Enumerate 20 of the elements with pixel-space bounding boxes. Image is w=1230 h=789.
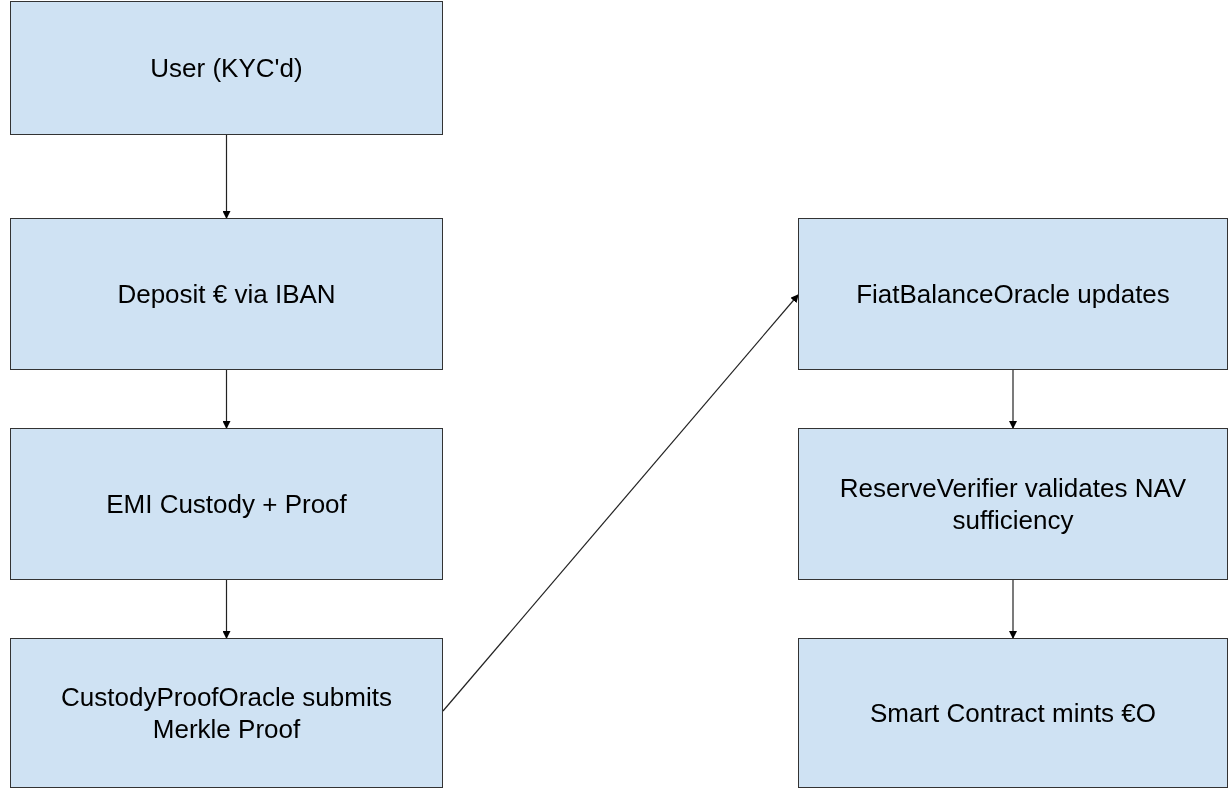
process-box	[798, 638, 1228, 788]
process-box	[10, 1, 443, 135]
arrow	[1009, 579, 1017, 639]
arrow	[222, 369, 231, 429]
box-label: Smart Contract mints €O	[869, 696, 1157, 730]
box-label: CustodyProofOracle submits Merkle Proof	[60, 680, 393, 746]
box-label: FiatBalanceOracle updates	[856, 277, 1170, 311]
process-box	[10, 428, 443, 580]
process-box	[798, 428, 1228, 580]
process-box	[10, 218, 443, 370]
box-label: EMI Custody + Proof	[106, 487, 347, 521]
arrow	[1009, 369, 1017, 429]
box-label: ReserveVerifier validates NAV sufficiency	[838, 471, 1188, 537]
arrow	[222, 134, 231, 219]
box-label: User (KYC'd)	[150, 51, 303, 85]
arrow	[222, 579, 231, 639]
process-box	[798, 218, 1228, 370]
process-box	[10, 638, 443, 788]
box-label: Deposit € via IBAN	[117, 277, 336, 311]
arrow	[442, 294, 799, 712]
